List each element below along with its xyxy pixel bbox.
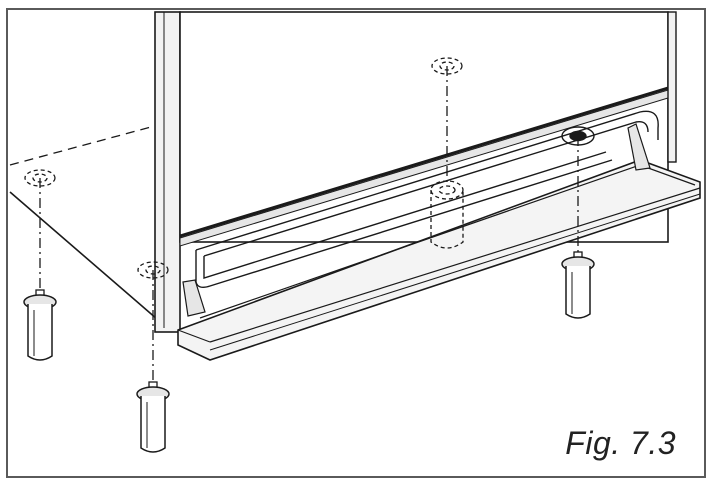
cabinet-side-panel	[9, 11, 181, 333]
figure-frame	[6, 8, 706, 478]
mounting-holes	[24, 57, 464, 279]
levelling-foot-icon	[23, 289, 57, 361]
levelling-foot-icon	[136, 381, 170, 453]
levelling-foot-icon	[561, 251, 595, 319]
base-recess	[195, 110, 659, 289]
kick-plate	[177, 123, 701, 361]
dashed-guide-lines	[39, 66, 579, 382]
figure-caption: Fig. 7.3	[565, 425, 676, 461]
